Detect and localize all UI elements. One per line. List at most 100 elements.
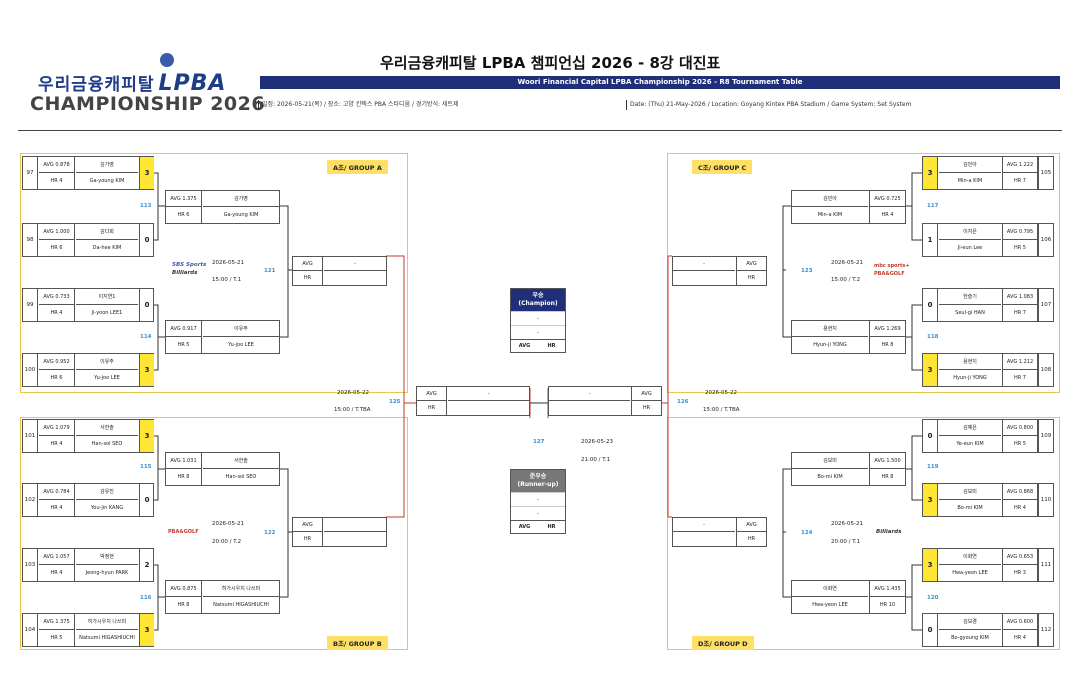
- player-hr: HR 4: [39, 565, 75, 581]
- qf-box-119[interactable]: 김보미 Bo-mi KIM AVG 1.500 HR 8: [791, 452, 906, 486]
- player-avg: AVG 0.784: [39, 484, 75, 500]
- player-score: 3: [139, 157, 154, 189]
- match-time: 15:00 / T.TBA: [334, 407, 371, 413]
- player-box-109[interactable]: 0 김예은 Ye-eun KIM AVG 0.800 HR 5 109: [922, 419, 1054, 453]
- player-box-100[interactable]: 100 AVG 0.952 HR 6 이유주 Yu-joo LEE 3: [22, 353, 154, 387]
- player-name-korean: 김가영: [76, 157, 138, 173]
- match-number: 127: [533, 439, 545, 445]
- qf-box-113[interactable]: AVG 1.375 HR 6 김가영 Ga-young KIM: [165, 190, 280, 224]
- player-hr: HR 5: [39, 630, 75, 646]
- player-name-english: Min-a KIM: [817, 212, 843, 218]
- player-score: 3: [923, 549, 938, 581]
- match-number: 115: [140, 464, 152, 470]
- player-hr: HR 4: [1002, 500, 1038, 516]
- player-hr: HR 6: [166, 207, 202, 223]
- player-name-english: You-jin KANG: [90, 505, 124, 511]
- player-score: 0: [923, 289, 938, 321]
- player-avg: AVG 0.653: [1002, 549, 1038, 565]
- player-name-english: Jeong-hyun PARK: [85, 570, 129, 576]
- match-number: 116: [140, 595, 152, 601]
- player-avg: AVG: [293, 257, 323, 271]
- player-box-108[interactable]: 3 용현지 Hyun-ji YONG AVG 1.212 HR 7 108: [922, 353, 1054, 387]
- player-score: 3: [923, 157, 938, 189]
- seed-number: 99: [23, 289, 38, 321]
- player-avg: AVG: [417, 387, 447, 401]
- player-box-97[interactable]: 97 AVG 0.878 HR 4 김가영 Ga-young KIM 3: [22, 156, 154, 190]
- seed-number: 103: [23, 549, 38, 581]
- player-score: 0: [923, 420, 938, 452]
- player-box-111[interactable]: 3 이화연 Hwa-yeon LEE AVG 0.653 HR 3 111: [922, 548, 1054, 582]
- player-box-106[interactable]: 1 이지은 Ji-eun Lee AVG 0.795 HR 5 106: [922, 223, 1054, 257]
- sf-box-121[interactable]: AVG HR -: [292, 256, 387, 286]
- player-hr: HR 4: [39, 305, 75, 321]
- player-name-korean: 김보미: [792, 453, 868, 469]
- player-name-english: Yu-joo LEE: [94, 375, 120, 381]
- sf-box-123[interactable]: - AVG HR: [672, 256, 767, 286]
- player-box-112[interactable]: 0 김보경 Bo-gyoung KIM AVG 0.600 HR 4 112: [922, 613, 1054, 647]
- match-number: 123: [801, 268, 813, 274]
- player-avg: AVG 0.868: [1002, 484, 1038, 500]
- player-box-107[interactable]: 0 한슬기 Seul-gi HAN AVG 1.083 HR 7 107: [922, 288, 1054, 322]
- player-box-105[interactable]: 3 김민아 Min-a KIM AVG 1.222 HR 7 105: [922, 156, 1054, 190]
- player-box-104[interactable]: 104 AVG 1.375 HR 5 히가시우치 나쓰미 Natsumi HIG…: [22, 613, 154, 647]
- player-score: 3: [923, 354, 938, 386]
- player-name-korean: 히가시우치 나쓰미: [203, 581, 279, 597]
- qf-box-118[interactable]: 용현지 Hyun-ji YONG AVG 1.269 HR 8: [791, 320, 906, 354]
- player-hr: HR: [417, 401, 447, 415]
- match-time: 15:00 / T.TBA: [703, 407, 740, 413]
- player-box-98[interactable]: 98 AVG 1.000 HR 6 김다희 Da-hee KIM 0: [22, 223, 154, 257]
- player-avg: AVG: [631, 387, 661, 401]
- sf-box-124[interactable]: - AVG HR: [672, 517, 767, 547]
- qf-box-115[interactable]: AVG 1.031 HR 8 서한솔 Han-sol SEO: [165, 452, 280, 486]
- player-hr: HR 3: [1002, 565, 1038, 581]
- seed-number: 98: [23, 224, 38, 256]
- qf-box-117[interactable]: 김민아 Min-a KIM AVG 0.725 HR 4: [791, 190, 906, 224]
- seed-number: 110: [1038, 484, 1053, 516]
- player-hr: HR 10: [869, 597, 905, 613]
- final-box-125[interactable]: AVG HR -: [416, 386, 530, 416]
- qf-box-120[interactable]: 이화연 Hwa-yeon LEE AVG 1.435 HR 10: [791, 580, 906, 614]
- player-box-101[interactable]: 101 AVG 1.079 HR 4 서한솔 Han-sol SEO 3: [22, 419, 154, 453]
- player-hr: HR 8: [869, 337, 905, 353]
- player-score: 2: [139, 549, 154, 581]
- match-number: 113: [140, 203, 152, 209]
- player-name-english: Han-sol SEO: [225, 474, 257, 480]
- match-time: 21:00 / T.1: [581, 457, 611, 463]
- player-name: -: [673, 518, 735, 532]
- player-hr: HR 8: [166, 597, 202, 613]
- player-name-korean: 김민아: [939, 157, 1001, 173]
- player-score: 0: [139, 484, 154, 516]
- pba-golf-logo: PBA&GOLF: [168, 529, 199, 535]
- player-name-english: Bo-gyoung KIM: [951, 635, 989, 641]
- player-hr: HR: [631, 401, 661, 415]
- player-box-99[interactable]: 99 AVG 0.733 HR 4 이지연1 Ji-yoon LEE1 0: [22, 288, 154, 322]
- player-hr: HR 4: [39, 173, 75, 189]
- match-number: 114: [140, 334, 152, 340]
- player-box-102[interactable]: 102 AVG 0.784 HR 4 강유진 You-jin KANG 0: [22, 483, 154, 517]
- group-d-label: D조/ GROUP D: [692, 636, 754, 650]
- player-name-english: Ye-eun KIM: [956, 441, 984, 447]
- player-name-korean: 김보경: [939, 614, 1001, 630]
- match-date: 2026-05-21: [831, 260, 863, 266]
- seed-number: 105: [1038, 157, 1053, 189]
- qf-box-116[interactable]: AVG 0.875 HR 8 히가시우치 나쓰미 Natsumi HIGASHI…: [165, 580, 280, 614]
- player-name-korean: 김예은: [939, 420, 1001, 436]
- final-box-126[interactable]: - AVG HR: [548, 386, 662, 416]
- player-box-103[interactable]: 103 AVG 1.057 HR 4 박정현 Jeong-hyun PARK 2: [22, 548, 154, 582]
- mbc-sports-logo: mbc sports+: [874, 263, 910, 269]
- player-box-110[interactable]: 3 김보미 Bo-mi KIM AVG 0.868 HR 4 110: [922, 483, 1054, 517]
- group-a-frame: [20, 153, 408, 393]
- player-avg: AVG 0.733: [39, 289, 75, 305]
- sf-box-122[interactable]: AVG HR: [292, 517, 387, 547]
- billiard-ball-icon: [160, 53, 174, 67]
- match-number: 117: [927, 203, 939, 209]
- match-number: 120: [927, 595, 939, 601]
- player-hr: HR 5: [166, 337, 202, 353]
- player-hr: HR 7: [1002, 305, 1038, 321]
- qf-box-114[interactable]: AVG 0.917 HR 5 이유주 Yu-joo LEE: [165, 320, 280, 354]
- player-name-english: Ji-eun Lee: [957, 245, 983, 251]
- player-name-english: [673, 532, 735, 546]
